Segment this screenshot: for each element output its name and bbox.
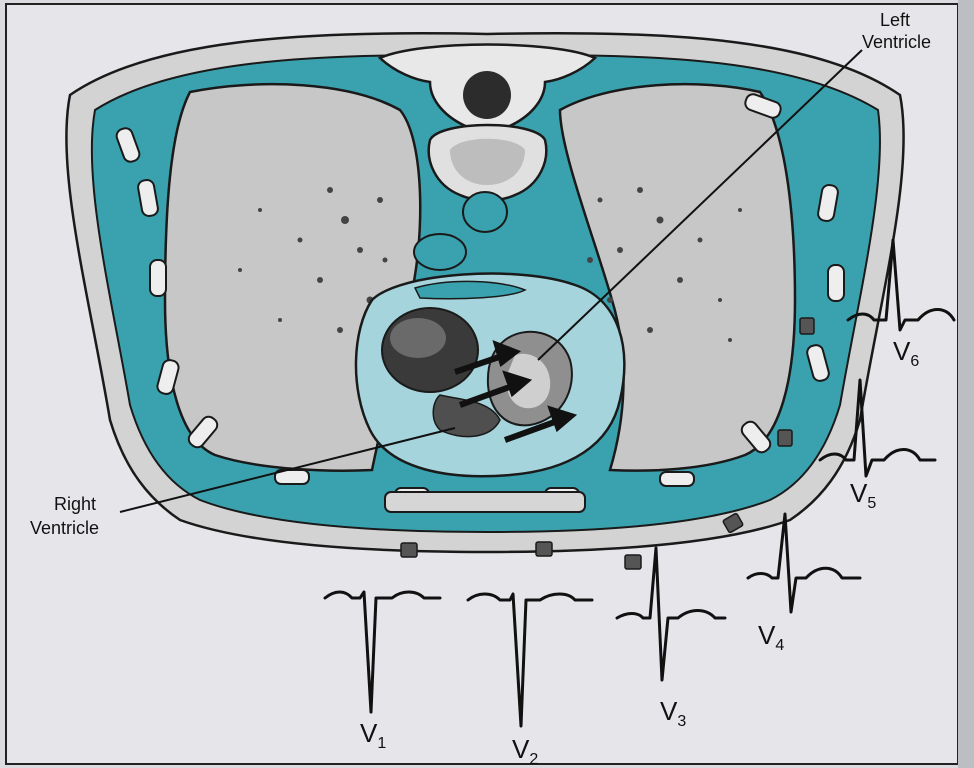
right-ventricle-label-line2: Ventricle <box>30 518 99 538</box>
electrode-v3 <box>625 555 641 569</box>
aorta <box>463 192 507 232</box>
electrode-v2 <box>536 542 552 556</box>
vena-cava <box>414 234 466 270</box>
right-ventricle-label-line1: Right <box>54 494 96 514</box>
electrode-v5 <box>778 430 792 446</box>
page-margin-strip <box>958 0 974 768</box>
electrode-v6 <box>800 318 814 334</box>
sternum <box>385 492 585 512</box>
left-ventricle-label-line2: Ventricle <box>862 32 931 52</box>
electrode-v1 <box>401 543 417 557</box>
left-ventricle-label-line1: Left <box>880 10 910 30</box>
